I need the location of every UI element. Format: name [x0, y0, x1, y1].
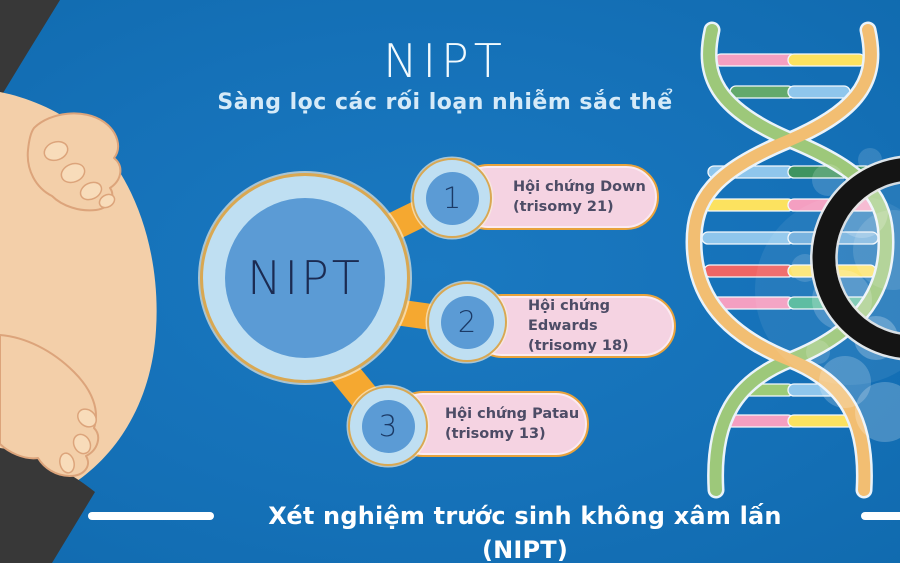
clothing-top-shape: [0, 0, 60, 98]
dna-strand-green: [703, 24, 893, 496]
top-hand: [26, 112, 122, 212]
syndrome-name: Hội chứng Edwards: [528, 298, 611, 334]
number-node-1: 1: [412, 158, 492, 238]
footer-rule-left: [88, 512, 214, 520]
node-number: 3: [378, 409, 398, 443]
footer-rule-right: [861, 512, 900, 520]
number-node-3: 3: [348, 386, 428, 466]
node-number: 2: [457, 305, 477, 339]
syndrome-name: Hội chứng Patau: [445, 406, 580, 422]
pregnant-woman-illustration: [0, 0, 157, 563]
bottom-hand: [0, 334, 100, 477]
syndrome-detail: (trisomy 13): [445, 426, 546, 442]
number-node-inner: 1: [425, 171, 479, 225]
number-node-inner: 3: [361, 399, 415, 453]
page-title: NIPT: [383, 34, 507, 88]
syndrome-detail: (trisomy 21): [513, 199, 614, 215]
syndrome-detail: (trisomy 18): [528, 338, 629, 354]
number-node-2: 2: [427, 282, 507, 362]
footer-caption: Xét nghiệm trước sinh không xâm lấn (NIP…: [268, 502, 782, 563]
node-number: 1: [442, 181, 462, 215]
dna-rung: [725, 414, 855, 428]
page-subtitle: Sàng lọc các rối loạn nhiễm sắc thể: [217, 90, 673, 115]
central-circle-inner: NIPT: [225, 198, 385, 358]
dna-rung: [714, 53, 866, 67]
magnifier-icon: [810, 155, 900, 361]
syndrome-name: Hội chứng Down: [513, 179, 646, 195]
number-node-inner: 2: [440, 295, 494, 349]
central-circle: NIPT: [200, 173, 410, 383]
dna-strand-orange: [687, 24, 877, 496]
dna-rung: [729, 85, 851, 99]
dna-strands: [685, 21, 895, 499]
central-circle-label: NIPT: [247, 251, 363, 305]
